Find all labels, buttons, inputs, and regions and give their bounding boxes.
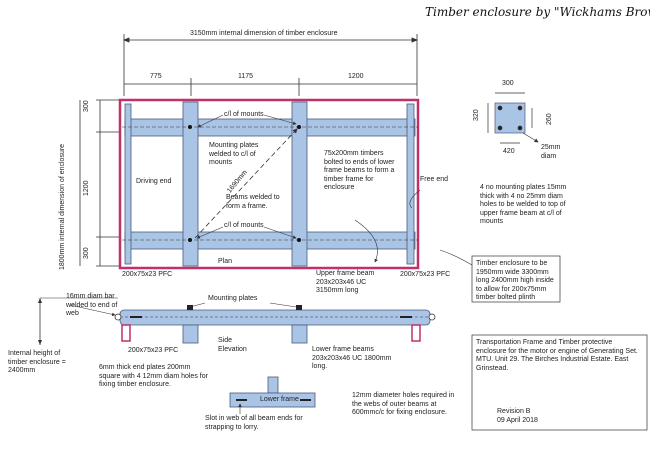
cl-mounts-top: c/l of mounts <box>224 111 264 118</box>
elevation-mounting-plates: Mounting plates <box>208 295 258 302</box>
lower-frame-detail <box>229 376 316 414</box>
end-plates-label: 6mm thick end plates 200mm square with 4… <box>99 364 208 388</box>
elevation-pfc: 200x75x23 PFC <box>128 347 179 354</box>
vertical-dimension: 1800mm internal dimension of enclosure <box>59 143 66 270</box>
dim-1200: 1200 <box>348 73 364 80</box>
revision-date: 09 April 2018 <box>497 417 538 424</box>
upper-beam-label: Upper frame beam 203x203x46 UC 3150mm lo… <box>316 270 375 294</box>
dim-1175: 1175 <box>238 73 254 80</box>
free-end-label: Free end <box>420 176 449 183</box>
elevation-upper-beam <box>119 309 431 326</box>
plan-view <box>118 98 421 270</box>
cl-mounts-bottom: c/l of mounts <box>224 222 264 229</box>
revision-label: Revision B <box>497 408 531 415</box>
enclosure-spec-box <box>471 255 561 303</box>
pfc-right-label: 200x75x23 PFC <box>400 271 451 278</box>
dim-300-top: 300 <box>83 100 90 112</box>
side-elevation <box>38 297 436 345</box>
lower-beam-1 <box>182 101 199 267</box>
beams-welded-label: Beams welded to form a frame. <box>226 194 280 210</box>
drawing-title: Timber enclosure by "Wickhams Brown" <box>425 5 650 19</box>
enclosure-spec: Timber enclosure to be 1950mm wide 3300m… <box>476 260 554 301</box>
mounting-plates-label: Mounting plates welded to c/l of mounts <box>209 142 259 166</box>
side-elevation-label: Side Elevation <box>218 337 247 353</box>
slot-label: Slot in web of all beam ends for strappi… <box>205 415 303 431</box>
info-box <box>471 334 648 431</box>
internal-height-label: Internal height of timber enclosure = 24… <box>8 350 66 374</box>
pfc-left-label: 200x75x23 PFC <box>122 271 173 278</box>
hole-spacing: 420 <box>503 148 515 155</box>
mounting-plates-note: 4 no mounting plates 15mm thick with 4 n… <box>480 184 567 225</box>
dim-300-bottom: 300 <box>83 247 90 259</box>
holes-note: 12mm diameter holes required in the webs… <box>352 392 455 416</box>
lower-frame-label: Lower frame <box>260 396 299 403</box>
pfc-left <box>124 103 132 265</box>
dim-775: 775 <box>150 73 162 80</box>
dim-1200-left: 1200 <box>83 180 90 196</box>
lower-beam-2 <box>291 101 308 267</box>
pfc-right <box>406 103 415 265</box>
timbers-label: 75x200mm timbers bolted to ends of lower… <box>324 150 395 191</box>
hole-diameter: 25mm diam <box>541 144 561 160</box>
info-text: Transportation Frame and Timber protecti… <box>476 339 638 372</box>
plan-label: Plan <box>218 258 233 265</box>
plate-height-inner: 260 <box>546 113 553 125</box>
top-dimensions <box>122 34 419 96</box>
overall-dimension: 3150mm internal dimension of timber encl… <box>190 30 338 37</box>
plate-width: 300 <box>502 80 514 87</box>
mounting-plate-detail <box>487 92 539 144</box>
left-dimensions <box>79 99 122 267</box>
plate-height-outer: 320 <box>473 109 480 121</box>
driving-end-label: Driving end <box>136 178 172 185</box>
lower-beams-label: Lower frame beams 203x203x46 UC 1800mm l… <box>312 346 392 370</box>
bar-label: 16mm diam bar welded to end of web <box>66 293 118 317</box>
upper-beam-top <box>124 118 416 137</box>
